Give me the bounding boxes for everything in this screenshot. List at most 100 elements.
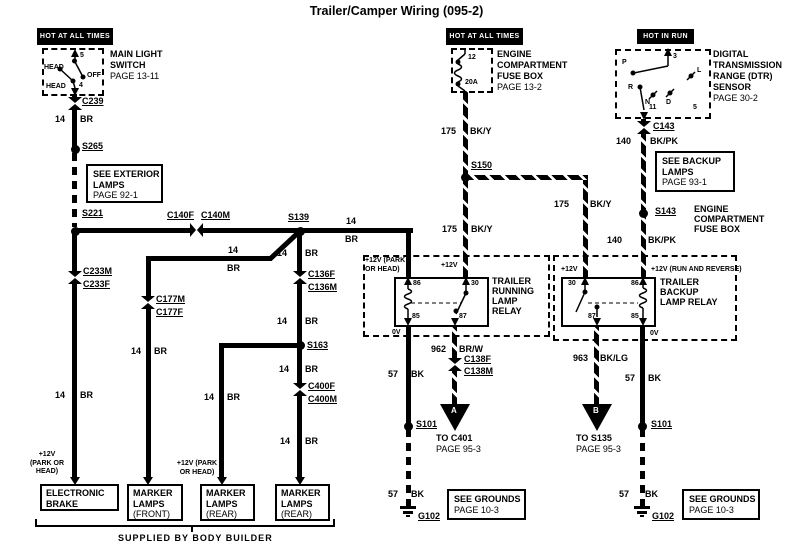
ref-text: LAMPS — [93, 179, 125, 190]
label-line: RELAY — [492, 306, 522, 316]
splice-s143 — [639, 209, 648, 218]
wire-label-gauge: 140 — [616, 136, 632, 146]
dest-b-to: TO S135 — [576, 433, 612, 443]
connector-c136m-label: C136M — [308, 282, 338, 292]
box-label: LAMPS — [133, 498, 165, 509]
running-relay-terminal-86: 86 — [413, 280, 421, 287]
wire-label-gauge: 57 — [625, 373, 636, 383]
wire-label-color: BK/Y — [470, 126, 492, 136]
label-line: (PARK OR — [29, 459, 65, 467]
label-line: TRANSMISSION — [713, 60, 783, 70]
wire-switch-to-s265 — [72, 94, 77, 149]
wire-label-gauge: 175 — [442, 224, 458, 234]
ref-page: PAGE 93-1 — [662, 177, 707, 187]
wire-relay85-ground-upper — [406, 327, 411, 425]
dest-letter-a: A — [451, 406, 457, 415]
splice-s163-label: S163 — [307, 340, 329, 350]
label-line: +12V (PARK — [176, 460, 218, 467]
splice-s139-label: S139 — [288, 212, 310, 222]
connector-c140m-label: C140M — [201, 210, 231, 220]
connector-c400m-label: C400M — [308, 394, 338, 404]
box-label: MARKER — [206, 488, 246, 498]
wire-label-color: BR — [305, 316, 318, 326]
splice-s139 — [296, 227, 305, 236]
running-relay-terminal-87: 87 — [459, 313, 467, 320]
dtr-pos-r: R — [628, 84, 634, 91]
wire-s101-ground-dashed-left — [406, 429, 411, 501]
wire-label-color: BK/PK — [648, 235, 677, 245]
ref-page: PAGE 10-3 — [454, 504, 499, 515]
label-line: RUNNING — [492, 286, 534, 296]
wire-label-gauge: 14 — [131, 346, 142, 356]
wire-ground-stub-right — [640, 499, 645, 507]
running-relay-terminal-30: 30 — [471, 280, 479, 287]
connector-c136f-label: C136F — [308, 269, 336, 279]
body-builder-bracket — [35, 525, 335, 527]
wire-label-gauge: 963 — [573, 353, 589, 363]
ref-see-exterior-lamps: SEE EXTERIOR LAMPS PAGE 92-1 — [86, 164, 163, 203]
engine-fuse-box-ref-label: ENGINE COMPARTMENT FUSE BOX — [694, 204, 764, 234]
wire-label-color: BR/W — [459, 344, 483, 354]
fuse-rating: 20A — [465, 79, 478, 86]
wire-label-gauge: 14 — [228, 245, 239, 255]
label-line: LAMP RELAY — [660, 297, 718, 307]
label-line: DIGITAL — [713, 49, 749, 59]
label-line: COMPARTMENT — [694, 214, 765, 224]
wire-label-gauge: 14 — [55, 114, 66, 124]
box-label: (FRONT) — [133, 509, 170, 519]
arrow-into-rear2-icon — [295, 477, 305, 485]
wire-label-gauge: 14 — [55, 390, 66, 400]
dest-b-page: PAGE 95-3 — [576, 444, 621, 454]
connector-c143-icon — [637, 121, 651, 134]
wire-label-gauge: 140 — [607, 235, 623, 245]
dtr-sensor-label: DIGITAL TRANSMISSION RANGE (DTR) SENSOR … — [713, 49, 782, 104]
wire-label-gauge: 14 — [204, 392, 215, 402]
running-relay-12v-park-label: +12V (PARK OR HEAD) — [365, 257, 405, 274]
dtr-pos-p: P — [622, 59, 627, 66]
fuse-terminal-12: 12 — [468, 54, 476, 61]
dtr-pos-l: L — [697, 67, 702, 74]
marker-lamps-rear1-box: MARKER LAMPS (REAR) — [200, 484, 255, 521]
running-relay-terminal-85: 85 — [412, 313, 420, 320]
splice-s150-label: S150 — [471, 160, 493, 170]
box-label: (REAR) — [206, 509, 237, 519]
connector-c239-icon — [68, 97, 82, 110]
connector-c239-label: C239 — [82, 96, 104, 106]
wire-label-color: BK/LG — [600, 353, 628, 363]
splice-s265 — [71, 145, 80, 154]
backup-relay-12v-label: +12V — [561, 266, 578, 273]
wire-label-color: BK — [645, 489, 658, 499]
backup-relay-12v-run-label: +12V (RUN AND REVERSE) — [651, 266, 742, 273]
connector-c138m-label: C138M — [464, 366, 494, 376]
box-label: LAMPS — [281, 498, 313, 509]
wire-label-gauge: 175 — [554, 199, 570, 209]
ref-page: PAGE 92-1 — [93, 190, 138, 200]
ground-g102-right-label: G102 — [652, 511, 675, 521]
dest-letter-b: B — [593, 406, 599, 415]
connector-c400f-label: C400F — [308, 381, 336, 391]
backup-relay-0v-label: 0V — [650, 330, 659, 337]
splice-s101-right-label: S101 — [651, 419, 673, 429]
wire-label-gauge: 14 — [280, 436, 291, 446]
ref-text: SEE GROUNDS — [689, 494, 756, 504]
label-line: FUSE BOX — [694, 224, 741, 234]
wire-s150-run-horizontal — [463, 175, 588, 180]
label-line: LAMP — [492, 296, 518, 306]
dtr-sensor-box — [615, 49, 711, 119]
wire-label-color: BK — [411, 369, 424, 379]
page-ref: PAGE 30-2 — [713, 93, 758, 103]
arrow-into-brake-icon — [70, 477, 80, 485]
page-ref: PAGE 13-2 — [497, 82, 542, 92]
ref-text: SEE EXTERIOR — [93, 169, 160, 179]
running-relay-0v-label: 0V — [392, 329, 401, 336]
running-relay-12v-label: +12V — [441, 262, 458, 269]
engine-fuse-box — [451, 48, 493, 93]
backup-relay-terminal-30: 30 — [568, 280, 576, 287]
bracket-end-right — [333, 519, 335, 525]
connector-c140f-label: C140F — [167, 210, 195, 220]
wire-label-gauge: 14 — [346, 216, 357, 226]
box-label: BRAKE — [46, 498, 79, 509]
dest-a-to: TO C401 — [436, 433, 473, 443]
wire-ground-stub-left — [406, 499, 411, 507]
wire-label-gauge: 962 — [431, 344, 447, 354]
